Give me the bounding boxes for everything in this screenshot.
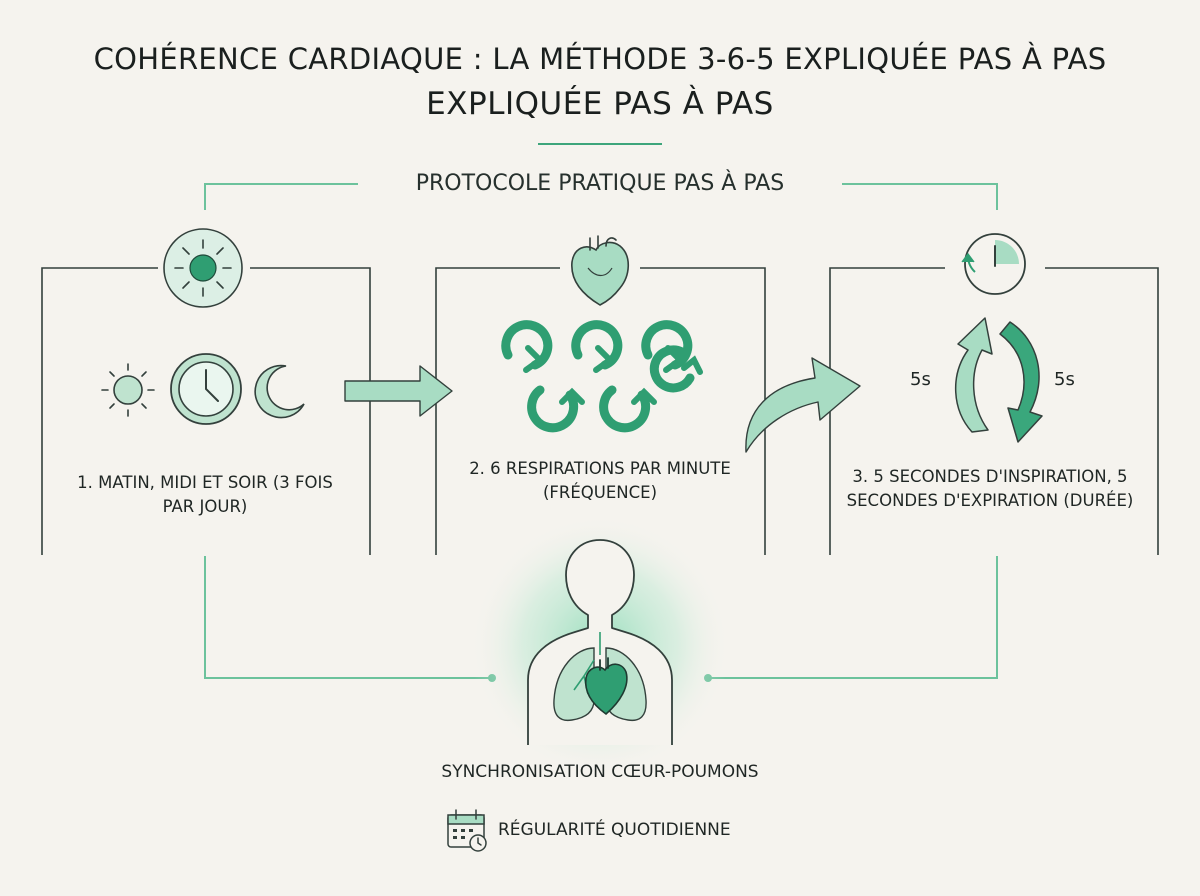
step-2-label: 2. 6 RESPIRATIONS PAR MINUTE (FRÉQUENCE): [469, 459, 731, 502]
timer-icon: [961, 233, 1026, 295]
panel-step-3: [829, 267, 1159, 555]
exhale-duration-label: 5s: [1054, 369, 1075, 390]
breath-cycle-1: [501, 320, 553, 373]
breath-cycle-5: [599, 385, 657, 433]
breath-cycle-2: [571, 320, 623, 373]
panel-step-2: [435, 267, 766, 555]
breath-cycle-6: [649, 345, 703, 393]
connector-bottom-left: [204, 556, 492, 679]
breath-cycle-4: [527, 385, 585, 433]
sun-icon: [101, 363, 155, 417]
page-title-line2: EXPLIQUÉE PAS À PAS: [426, 86, 774, 122]
protocol-bracket-top: [204, 183, 998, 210]
exhale-arrow: [999, 321, 1043, 443]
panel-step-1: [41, 267, 371, 555]
breath-cycles-icon: [501, 320, 703, 433]
inhale-arrow: [955, 317, 993, 433]
moon-icon: [254, 364, 305, 419]
page-title: COHÉRENCE CARDIAQUE : LA MÉTHODE 3-6-5 E…: [93, 42, 1107, 76]
heart-icon: [571, 235, 630, 306]
regularity-label: RÉGULARITÉ QUOTIDIENNE: [498, 820, 731, 840]
connector-bottom-right: [708, 556, 998, 679]
arrow-step1-to-step2: [344, 365, 453, 417]
sun-badge-icon: [163, 228, 243, 308]
sync-label: SYNCHRONISATION CŒUR-POUMONS: [441, 762, 759, 782]
cycle-arrows-icon: [955, 317, 1043, 443]
step-3-label: 3. 5 SECONDES D'INSPIRATION, 5 SECONDES …: [846, 467, 1134, 510]
clock-icon: [170, 353, 242, 425]
section-subtitle: PROTOCOLE PRATIQUE PAS À PAS: [415, 171, 785, 196]
calendar-icon: [447, 809, 487, 852]
step-1-label: 1. MATIN, MIDI ET SOIR (3 FOIS PAR JOUR): [77, 473, 333, 516]
inhale-duration-label: 5s: [910, 369, 931, 390]
arrow-step2-to-step3: [745, 357, 861, 453]
heart-organ-icon: [584, 657, 628, 716]
